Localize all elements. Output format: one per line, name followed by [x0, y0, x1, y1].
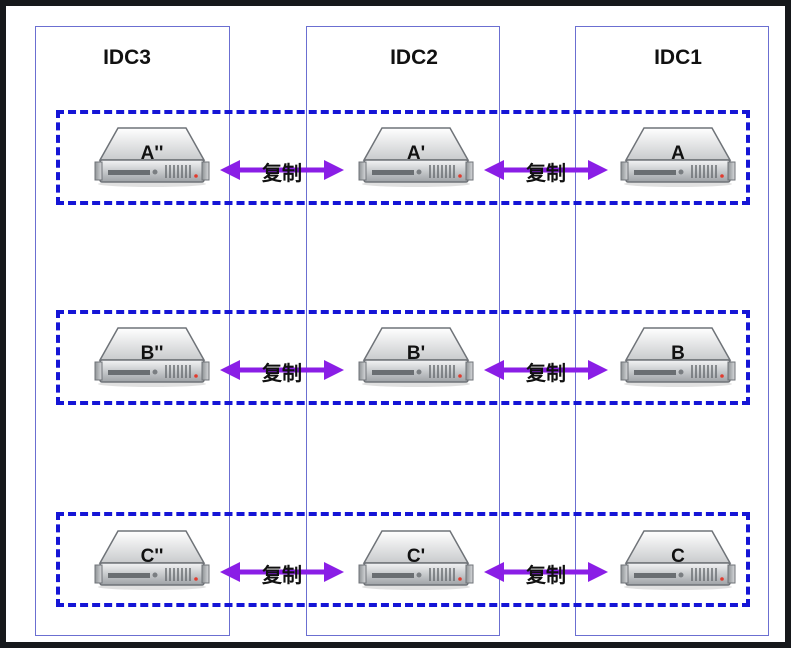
- server-icon: [94, 327, 210, 387]
- replication-arrow: [220, 360, 344, 380]
- server-label: A'': [140, 143, 164, 164]
- replication-label: 复制: [526, 361, 566, 385]
- idc2-label: IDC2: [390, 46, 438, 69]
- server-icon: [620, 327, 736, 387]
- server-icon: [358, 327, 474, 387]
- server-label: B': [406, 343, 426, 364]
- server-b-idc2: B': [356, 324, 476, 388]
- server-a-idc2: A': [356, 124, 476, 188]
- server-b-idc1: B: [618, 324, 738, 388]
- idc3-label: IDC3: [103, 46, 151, 69]
- server-label: C: [671, 546, 685, 567]
- server-label: C'': [140, 546, 164, 567]
- idc1-column: [575, 26, 769, 636]
- server-icon: [620, 530, 736, 590]
- server-label: B: [671, 343, 685, 364]
- server-label: A: [671, 143, 685, 164]
- replication-arrow: [484, 160, 608, 180]
- diagram-canvas: IDC3 IDC2 IDC1 A'': [6, 6, 785, 642]
- server-c-idc2: C': [356, 527, 476, 591]
- server-icon: [94, 530, 210, 590]
- server-a-idc3: A'': [92, 124, 212, 188]
- idc1-label: IDC1: [654, 46, 702, 69]
- server-label: B'': [140, 343, 164, 364]
- idc3-column: [35, 26, 230, 636]
- server-label: C': [406, 546, 426, 567]
- replication-label: 复制: [262, 361, 302, 385]
- replication-label: 复制: [262, 563, 302, 587]
- server-a-idc1: A: [618, 124, 738, 188]
- group-box-b: [56, 310, 750, 405]
- server-b-idc3: B'': [92, 324, 212, 388]
- replication-arrow: [484, 562, 608, 582]
- server-label: A': [406, 143, 426, 164]
- server-c-idc1: C: [618, 527, 738, 591]
- replication-label: 复制: [526, 161, 566, 185]
- server-icon: [358, 530, 474, 590]
- server-icon: [358, 127, 474, 187]
- replication-arrow: [484, 360, 608, 380]
- replication-label: 复制: [262, 161, 302, 185]
- replication-arrow: [220, 160, 344, 180]
- server-icon: [620, 127, 736, 187]
- server-icon: [94, 127, 210, 187]
- replication-label: 复制: [526, 563, 566, 587]
- replication-arrow: [220, 562, 344, 582]
- group-box-a: [56, 110, 750, 205]
- group-box-c: [56, 512, 750, 607]
- idc2-column: [306, 26, 500, 636]
- server-c-idc3: C'': [92, 527, 212, 591]
